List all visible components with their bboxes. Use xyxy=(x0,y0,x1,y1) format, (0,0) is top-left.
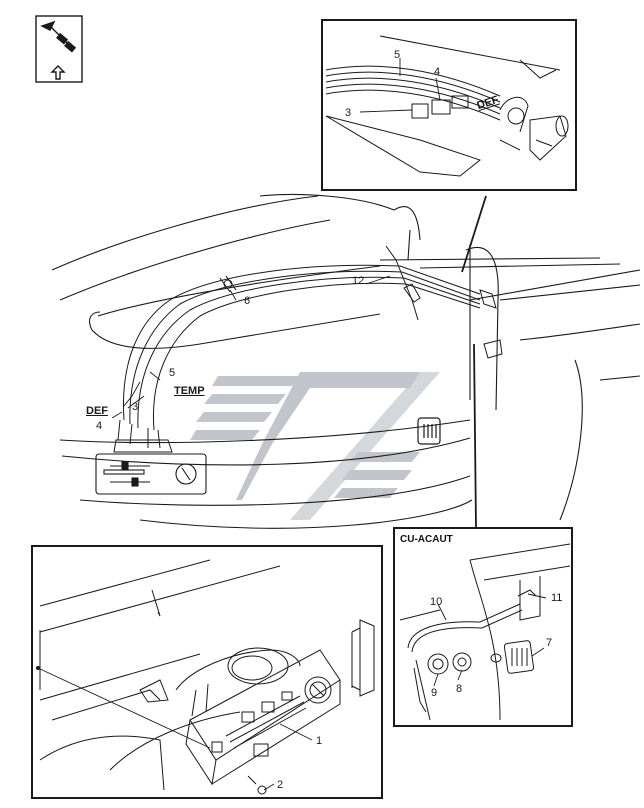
callout-5-inset: 5 xyxy=(394,49,401,61)
callout-7: 7 xyxy=(546,637,553,649)
rear-defrost-switch-icon xyxy=(417,417,441,445)
callout-2: 2 xyxy=(277,779,284,791)
callout-4-main: 4 xyxy=(96,420,103,432)
front-arrow-icon xyxy=(35,15,83,83)
callout-10: 10 xyxy=(430,596,443,608)
callout-1: 1 xyxy=(316,735,323,747)
callout-4-inset: 4 xyxy=(434,66,441,78)
callout-12: 12 xyxy=(352,275,365,287)
callout-6: 6 xyxy=(244,295,251,307)
label-temp: TEMP xyxy=(174,385,205,397)
callout-3-inset: 3 xyxy=(345,107,352,119)
callout-8: 8 xyxy=(456,683,463,695)
control-panel-front xyxy=(95,453,207,495)
control-cables xyxy=(113,245,503,453)
callout-5-main: 5 xyxy=(169,367,176,379)
inset-top-right xyxy=(321,19,577,191)
inset-bottom-right xyxy=(393,527,573,727)
logo-watermark xyxy=(190,372,440,520)
inset-bottom-left xyxy=(31,545,383,799)
callout-3-main: 3 xyxy=(132,401,139,413)
leader-lines xyxy=(461,195,487,529)
callout-9: 9 xyxy=(431,687,438,699)
callout-11: 11 xyxy=(551,592,563,604)
callout-leaders xyxy=(111,58,547,791)
label-def-main: DEF xyxy=(86,405,108,417)
inset-title-cu-acaut: CU-ACAUT xyxy=(400,534,453,545)
